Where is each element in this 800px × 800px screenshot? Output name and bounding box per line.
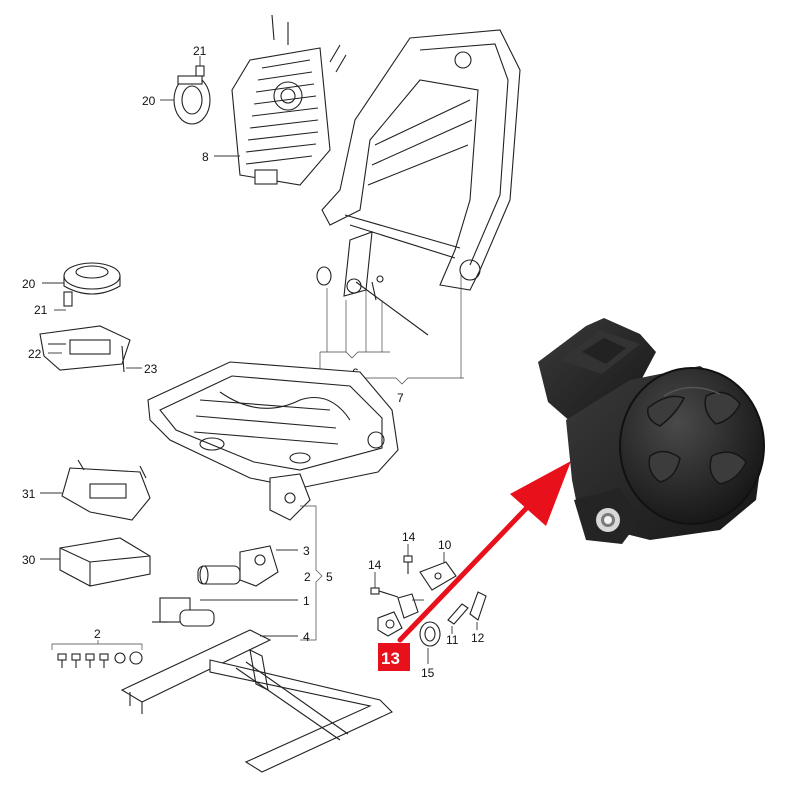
part-15-drawing bbox=[419, 621, 441, 664]
callout-7: 7 bbox=[397, 391, 404, 405]
callout-3: 3 bbox=[303, 544, 310, 558]
part-13-drawing bbox=[377, 611, 403, 637]
part-30-drawing bbox=[40, 537, 151, 587]
callout-14-top: 14 bbox=[402, 530, 416, 544]
callout-22: 22 bbox=[28, 347, 42, 361]
callout-30: 30 bbox=[22, 553, 36, 567]
callout-21-top: 21 bbox=[193, 44, 207, 58]
part-1-motor-drawing bbox=[152, 597, 298, 627]
callout-15: 15 bbox=[421, 666, 435, 680]
callout-10: 10 bbox=[438, 538, 452, 552]
callout-1: 1 bbox=[303, 594, 310, 608]
part-8-backrest-panel-drawing bbox=[214, 14, 347, 186]
callout-5: 5 bbox=[326, 570, 333, 584]
callout-12: 12 bbox=[471, 631, 485, 645]
part-20-top-drawing bbox=[160, 56, 211, 125]
part-12-drawing bbox=[469, 591, 487, 630]
callout-20-mid: 20 bbox=[22, 277, 36, 291]
callout-8: 8 bbox=[202, 150, 209, 164]
callout-13: 13 bbox=[381, 649, 400, 668]
callout-23: 23 bbox=[144, 362, 158, 376]
callout-2-mid: 2 bbox=[304, 570, 311, 584]
part-20-mid-drawing bbox=[42, 262, 121, 311]
part-14-top-bolt bbox=[403, 544, 413, 574]
part-4-rail-drawing bbox=[120, 629, 393, 773]
callout-11: 11 bbox=[446, 633, 459, 647]
part-9-drawing bbox=[397, 593, 424, 619]
callout-20-top: 20 bbox=[142, 94, 156, 108]
part-2-bolts-drawing bbox=[51, 640, 143, 668]
highlight-callout-13: 13 bbox=[378, 643, 410, 671]
part-10-drawing bbox=[419, 552, 457, 591]
part-3-motor-drawing bbox=[197, 545, 298, 587]
seat-frame-drawing bbox=[147, 361, 399, 521]
callout-2-bottom: 2 bbox=[94, 627, 101, 641]
bracket-1-5 bbox=[300, 505, 323, 641]
red-arrow-icon bbox=[397, 461, 571, 643]
part-7-backrest-frame-drawing bbox=[316, 29, 521, 336]
part-11-drawing bbox=[447, 603, 469, 634]
callout-21-mid: 21 bbox=[34, 303, 48, 317]
callout-31: 31 bbox=[22, 487, 36, 501]
part-22-drawing bbox=[39, 325, 142, 373]
seat-adjust-knob-photo bbox=[538, 318, 765, 544]
bracket-6-7 bbox=[319, 275, 464, 385]
part-14-low-bolt bbox=[370, 572, 399, 598]
callout-4: 4 bbox=[303, 630, 310, 644]
callout-14-low: 14 bbox=[368, 558, 382, 572]
part-31-drawing bbox=[40, 459, 151, 521]
